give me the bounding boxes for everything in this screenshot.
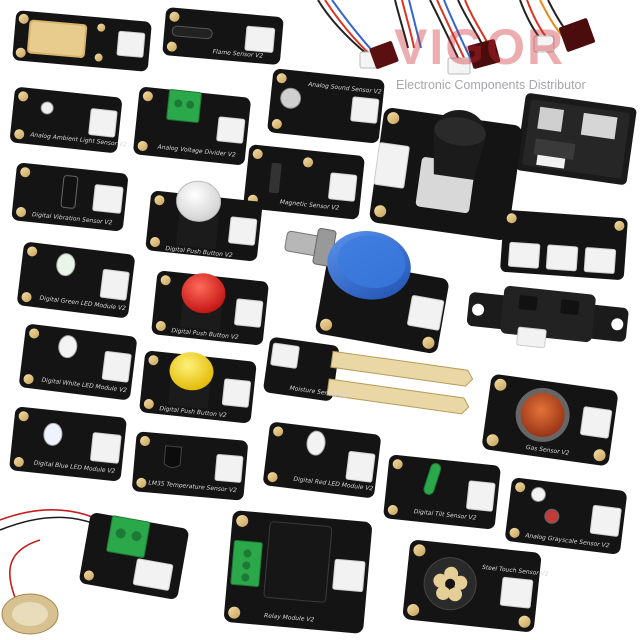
module-tilt: Digital Tilt Sensor V2 xyxy=(383,455,501,529)
module-joystick xyxy=(369,107,523,241)
module-gas-sensor: Gas Sensor V2 xyxy=(482,374,618,466)
module-touch-pad xyxy=(12,10,152,72)
module-ultrasonic xyxy=(515,93,637,185)
module-moisture: Moisture Sensor V2 xyxy=(263,337,474,415)
module-relay: Relay Module V2 xyxy=(224,510,372,634)
module-grayscale: Analog Grayscale Sensor V2 xyxy=(505,477,627,555)
module-white-led: Digital White LED Module V2 xyxy=(19,324,137,400)
module-blue-led: Digital Blue LED Module V2 xyxy=(9,407,127,481)
module-push-button-white: Digital Push Button V2 xyxy=(145,180,263,261)
module-rgb-board xyxy=(500,210,628,280)
module-push-button-red: Digital Push Button V2 xyxy=(151,271,269,345)
module-red-led: Digital Red LED Module V2 xyxy=(263,422,381,498)
module-ambient-light: Analog Ambient Light Sensor V2 xyxy=(10,87,127,153)
cable-connectors xyxy=(359,18,595,75)
module-piezo xyxy=(79,512,189,600)
module-vibration: Digital Vibration Sensor V2 xyxy=(11,162,128,231)
module-flame-sensor: Flame Sensor V2 xyxy=(162,7,284,65)
module-ir-distance xyxy=(466,285,629,349)
module-sound-sensor: Analog Sound Sensor V2 xyxy=(267,69,385,143)
module-potentiometer xyxy=(284,227,449,354)
module-lm35: LM35 Temperature Sensor V2 xyxy=(132,431,248,501)
piezo-disc xyxy=(1,593,59,635)
module-voltage-divider: Analog Voltage Divider V2 xyxy=(133,87,251,165)
cable-bundle xyxy=(317,0,575,63)
module-push-button-yellow: Digital Push Button V2 xyxy=(139,351,257,423)
flame-sensor-label: Flame Sensor V2 xyxy=(212,48,263,59)
module-green-led: Digital Green LED Module V2 xyxy=(17,242,135,318)
relay-label: Relay Module V2 xyxy=(264,612,315,623)
module-steel-touch: Steel Touch Sensor V2 xyxy=(402,540,549,632)
module-magnetic: Magnetic Sensor V2 xyxy=(243,144,365,220)
